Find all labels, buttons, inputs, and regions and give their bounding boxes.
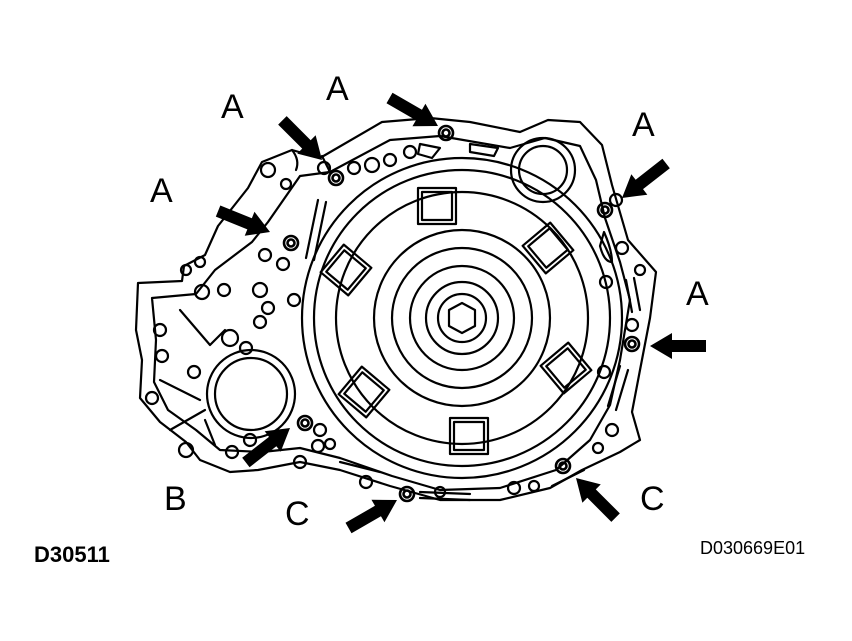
label-a-right: A (686, 275, 709, 313)
arrow-c1 (345, 499, 397, 534)
arrow-a4 (622, 158, 670, 198)
arrow-a2 (386, 92, 438, 127)
drive-lug (416, 186, 458, 226)
hex-shaft-nut (447, 301, 477, 335)
arrow-a5 (650, 333, 706, 359)
bolt-a2 (437, 124, 455, 142)
arrow-a1 (278, 116, 322, 160)
label-c-left: C (285, 495, 310, 533)
label-b: B (164, 480, 187, 518)
bolt-a3 (282, 234, 300, 252)
bolt-c1 (398, 485, 416, 503)
bolt-c2 (554, 457, 572, 475)
bolt-a5 (623, 335, 641, 353)
arrow-c2 (576, 478, 620, 522)
bell-housing-ring (300, 156, 624, 480)
label-a-upper-left: A (221, 88, 244, 126)
arrow-a3 (215, 205, 270, 236)
arrow-b (242, 428, 290, 468)
bolt-b (296, 414, 314, 432)
upper-right-bore (509, 136, 577, 204)
drawing-id: D030669E01 (700, 538, 806, 558)
label-a-upper-right: A (632, 106, 655, 144)
bolt-a1 (327, 169, 345, 187)
figure-id: D30511 (34, 542, 110, 567)
label-a-left: A (150, 172, 173, 210)
bolt-a4 (596, 201, 614, 219)
case-outline (134, 116, 658, 502)
lower-left-bore (205, 348, 297, 440)
label-c-right: C (640, 480, 665, 518)
label-a-top: A (326, 70, 349, 108)
